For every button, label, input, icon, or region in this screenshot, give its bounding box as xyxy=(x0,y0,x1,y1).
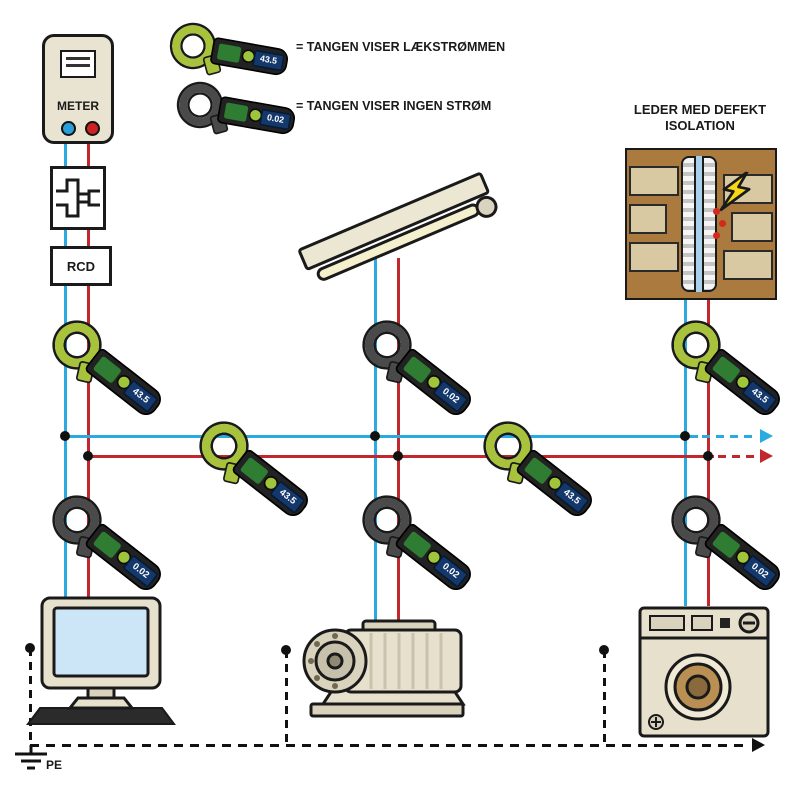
rcd-box: RCD xyxy=(50,246,112,286)
wire-blue-middle xyxy=(374,248,377,640)
wire-blue-right xyxy=(684,292,687,606)
brick xyxy=(629,204,667,234)
earth-branch-washer xyxy=(603,650,606,744)
clamp-meter-right-bottom: 0.02 xyxy=(664,488,790,602)
pe-earth-line xyxy=(30,744,748,747)
clamp-display: 0.02 xyxy=(258,108,292,131)
clamp-meter-right-top: 43.5 xyxy=(664,313,790,427)
clamp-display: 43.5 xyxy=(251,49,285,72)
clamp-display: 43.5 xyxy=(122,379,159,414)
meter-terminal-red xyxy=(85,121,100,136)
legend-label-none: = TANGEN VISER INGEN STRØM xyxy=(296,99,492,113)
brick xyxy=(723,250,773,280)
clamp-body: 0.02 xyxy=(83,521,166,595)
junction-dot xyxy=(83,451,93,461)
earth-junction-dot xyxy=(599,645,609,655)
spark-dot xyxy=(719,220,726,227)
defect-title: LEDER MED DEFEKT ISOLATION xyxy=(633,102,767,134)
wire-blue-bus xyxy=(64,435,698,438)
clamp-circuit-board xyxy=(216,43,242,64)
clamp-display: 0.02 xyxy=(741,554,778,589)
junction-dot xyxy=(393,451,403,461)
clamp-body: 43.5 xyxy=(702,346,785,420)
clamp-body: 0.02 xyxy=(216,95,297,136)
clamp-body: 43.5 xyxy=(514,447,597,521)
clamp-circuit-board xyxy=(223,102,249,123)
clamp-body: 0.02 xyxy=(393,521,476,595)
electricity-meter: METER xyxy=(42,34,114,144)
meter-display xyxy=(60,50,96,78)
clamp-display: 0.02 xyxy=(432,379,469,414)
legend-clamp-leak: 43.5 xyxy=(168,21,292,85)
blue-arrow-icon xyxy=(760,429,773,443)
clamp-body: 43.5 xyxy=(209,36,290,77)
clamp-body: 0.02 xyxy=(702,521,785,595)
meter-display-lines xyxy=(66,57,90,70)
wire-blue-left xyxy=(64,134,67,606)
clamp-body: 43.5 xyxy=(83,346,166,420)
lamp-group xyxy=(297,171,503,301)
conduit-cable xyxy=(694,156,704,292)
breaker-symbol xyxy=(50,166,106,230)
earth-branch-monitor xyxy=(29,648,32,744)
junction-dot xyxy=(60,431,70,441)
clamp-display: 43.5 xyxy=(269,480,306,515)
lightning-bolt-icon xyxy=(719,170,751,212)
rcd-label: RCD xyxy=(66,258,96,274)
spark-dot xyxy=(713,232,720,239)
fluorescent-lamp-icon xyxy=(297,171,510,288)
meter-label: METER xyxy=(57,99,99,113)
clamp-display: 0.02 xyxy=(432,554,469,589)
clamp-body: 0.02 xyxy=(393,346,476,420)
legend-clamp-none: 0.02 xyxy=(175,80,299,144)
clamp-meter-line-right: 43.5 xyxy=(476,414,602,528)
junction-dot xyxy=(703,451,713,461)
legend-label-leak: = TANGEN VISER LÆKSTRØMMEN xyxy=(296,40,506,54)
wire-red-right xyxy=(707,292,710,606)
washing-machine-icon xyxy=(638,606,770,738)
junction-dot xyxy=(370,431,380,441)
wire-red-middle xyxy=(397,258,400,640)
spark-dot xyxy=(713,208,720,215)
brick xyxy=(629,242,679,272)
clamp-display: 43.5 xyxy=(553,480,590,515)
earth-junction-dot xyxy=(281,645,291,655)
pe-arrow-icon xyxy=(752,738,765,752)
clamp-display: 43.5 xyxy=(741,379,778,414)
red-arrow-icon xyxy=(760,449,773,463)
clamp-display: 0.02 xyxy=(122,554,159,589)
clamp-meter-line-left: 43.5 xyxy=(192,414,318,528)
meter-terminal-blue xyxy=(61,121,76,136)
earth-branch-motor xyxy=(285,650,288,744)
wire-red-bus-dashed xyxy=(718,455,758,458)
brick xyxy=(731,212,773,242)
electric-motor-icon xyxy=(302,619,466,718)
junction-dot xyxy=(680,431,690,441)
brick xyxy=(629,166,679,196)
wire-blue-bus-dashed xyxy=(702,435,758,438)
earth-junction-dot xyxy=(25,643,35,653)
computer-monitor-icon xyxy=(26,596,176,725)
clamp-body: 43.5 xyxy=(230,447,313,521)
pe-label: PE xyxy=(46,758,63,772)
defect-wall-illustration xyxy=(625,148,777,300)
earth-ground-icon xyxy=(15,745,47,770)
